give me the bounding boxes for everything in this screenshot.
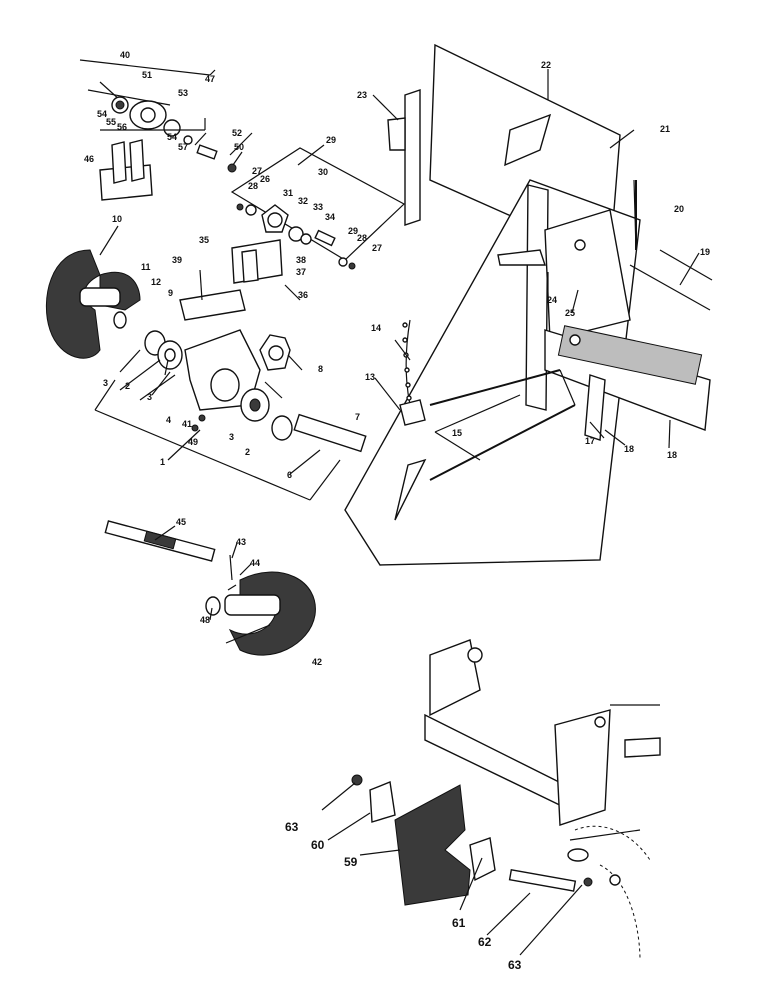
left-paddle	[45, 249, 141, 359]
part-label: 8	[318, 364, 323, 374]
part-label: 1	[160, 457, 165, 467]
part-label: 13	[365, 372, 375, 382]
main-frame	[344, 43, 713, 566]
part-label: 9	[168, 288, 173, 298]
bottom-frame-weights	[351, 639, 661, 961]
part-label: 2	[125, 381, 130, 391]
part-label: 28	[357, 233, 367, 243]
part-label: 17	[585, 436, 595, 446]
part-label: 3	[229, 432, 234, 442]
part-label: 56	[117, 122, 127, 132]
part-label: 36	[298, 290, 308, 300]
part-label: 3	[103, 378, 108, 388]
part-label: 44	[250, 558, 260, 568]
part-label: 6	[287, 470, 292, 480]
part-label: 27	[252, 166, 262, 176]
part-label: 30	[318, 167, 328, 177]
part-label: 27	[372, 243, 382, 253]
part-label: 28	[248, 181, 258, 191]
part-label: 54	[167, 132, 177, 142]
part-label: 12	[151, 277, 161, 287]
part-label: 7	[355, 412, 360, 422]
part-label: 61	[452, 916, 466, 930]
part-label: 24	[547, 295, 557, 305]
part-label: 38	[296, 255, 306, 265]
part-label: 31	[283, 188, 293, 198]
part-label: 50	[234, 142, 244, 152]
part-label: 57	[178, 142, 188, 152]
part-label: 4	[166, 415, 171, 425]
leader-lines	[99, 69, 700, 956]
part-label: 19	[700, 247, 710, 257]
part-label: 32	[298, 196, 308, 206]
part-label: 23	[357, 90, 367, 100]
part-label: 55	[106, 117, 116, 127]
part-label: 20	[674, 204, 684, 214]
part-label: 3	[147, 392, 152, 402]
part-label: 10	[112, 214, 122, 224]
part-label: 47	[205, 74, 215, 84]
part-label: 60	[311, 838, 325, 852]
part-label: 22	[541, 60, 551, 70]
part-label: 21	[660, 124, 670, 134]
part-label: 48	[200, 615, 210, 625]
part-label: 29	[326, 135, 336, 145]
part-label: 15	[452, 428, 462, 438]
part-label: 29	[348, 226, 358, 236]
part-labels: 40 51 47 53 54 55 56 54 57 52 50 46 29 2…	[84, 50, 710, 972]
part-label: 33	[313, 202, 323, 212]
part-label: 63	[285, 820, 299, 834]
part-label: 41	[182, 419, 192, 429]
part-label: 42	[312, 657, 322, 667]
lower-shaft-paddle	[104, 520, 316, 656]
part-label: 45	[176, 517, 186, 527]
part-label: 43	[236, 537, 246, 547]
part-label: 62	[478, 935, 492, 949]
part-label: 46	[84, 154, 94, 164]
part-label: 14	[371, 323, 381, 333]
part-label: 39	[172, 255, 182, 265]
part-label: 11	[141, 262, 151, 272]
main-shaft-assembly	[94, 329, 367, 501]
part-label: 54	[97, 109, 107, 119]
part-label: 53	[178, 88, 188, 98]
part-label: 34	[325, 212, 335, 222]
part-label: 59	[344, 855, 358, 869]
part-label: 26	[260, 174, 270, 184]
part-label: 18	[624, 444, 634, 454]
part-label: 18	[667, 450, 677, 460]
part-label: 49	[188, 437, 198, 447]
part-label: 51	[142, 70, 152, 80]
part-label: 2	[245, 447, 250, 457]
hub-assembly-top	[79, 59, 237, 201]
sprocket-bracket-assembly	[179, 147, 406, 321]
part-label: 63	[508, 958, 522, 972]
part-label: 52	[232, 128, 242, 138]
part-label: 35	[199, 235, 209, 245]
part-label: 25	[565, 308, 575, 318]
part-label: 37	[296, 267, 306, 277]
part-label: 40	[120, 50, 130, 60]
